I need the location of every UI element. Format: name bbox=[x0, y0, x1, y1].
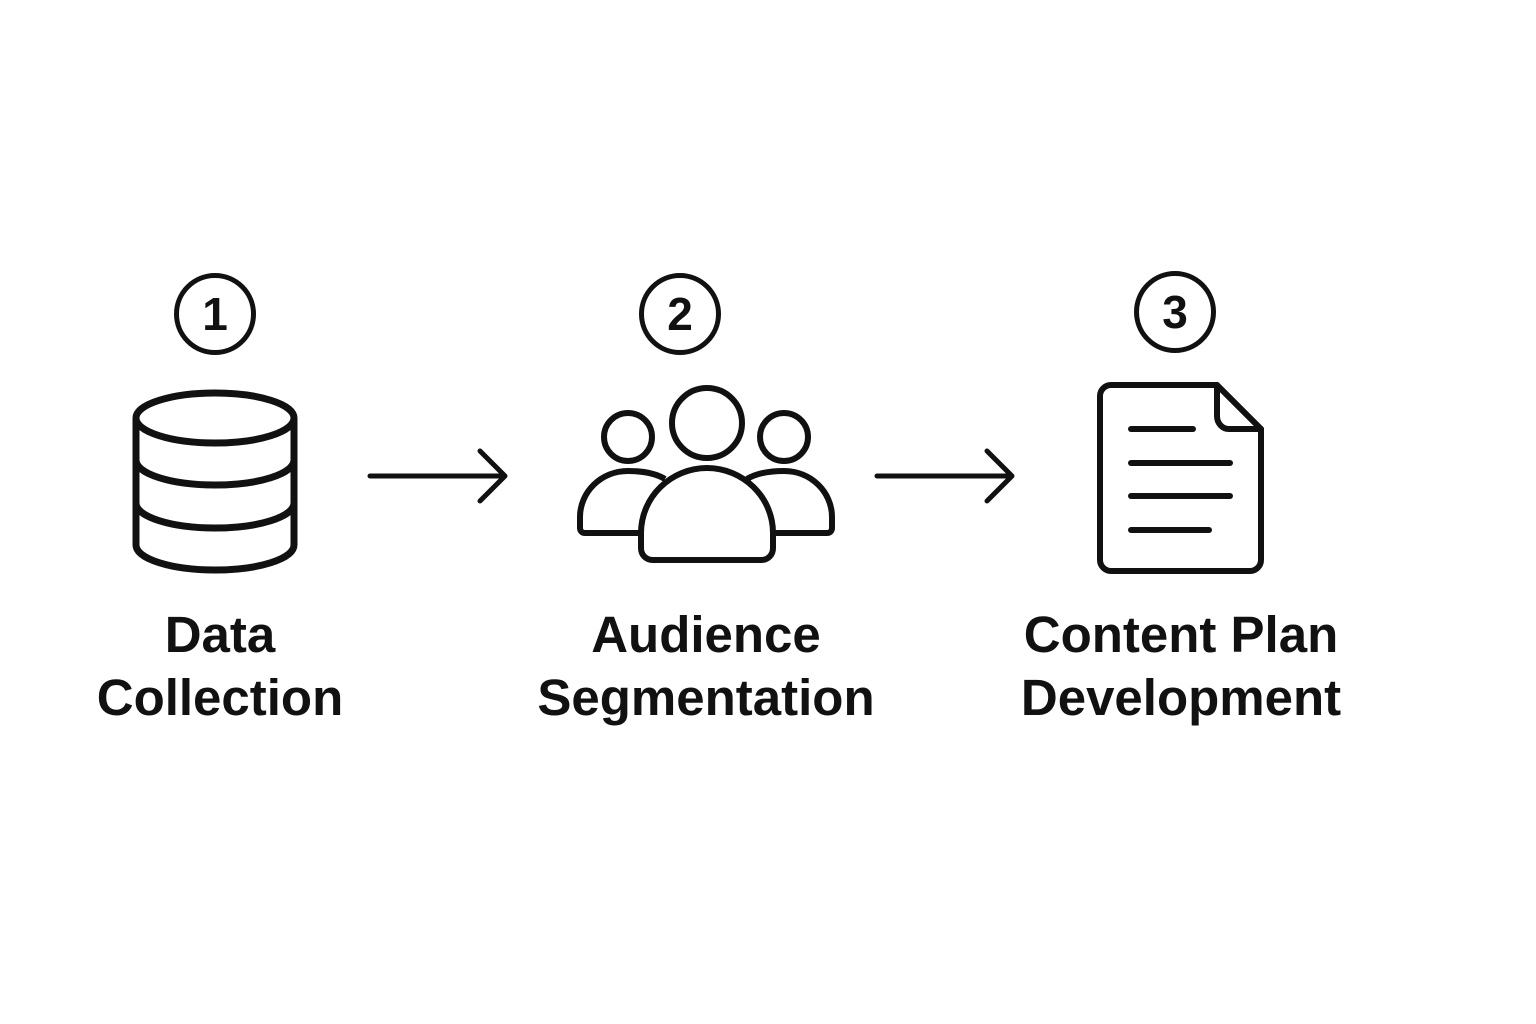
step-1-number-badge: 1 bbox=[174, 273, 256, 355]
document-icon bbox=[1097, 382, 1264, 574]
arrow-right-icon bbox=[874, 448, 1015, 504]
step-3-label-line-2: Development bbox=[1020, 669, 1342, 726]
step-3-label: Content Plan Development bbox=[961, 603, 1401, 729]
step-2-label-line-1: Audience bbox=[591, 606, 821, 663]
database-icon bbox=[132, 389, 298, 574]
step-1-label-line-1: Data bbox=[164, 606, 276, 663]
users-group-icon bbox=[577, 385, 835, 563]
step-3-number-badge: 3 bbox=[1134, 271, 1216, 353]
step-3-label-line-1: Content Plan bbox=[1023, 606, 1339, 663]
step-1-label: Data Collection bbox=[0, 603, 440, 729]
arrow-right-icon bbox=[367, 448, 508, 504]
step-2-label: Audience Segmentation bbox=[486, 603, 926, 729]
step-2-number-badge: 2 bbox=[639, 273, 721, 355]
step-2-label-line-2: Segmentation bbox=[537, 669, 875, 726]
step-1-label-line-2: Collection bbox=[96, 669, 344, 726]
